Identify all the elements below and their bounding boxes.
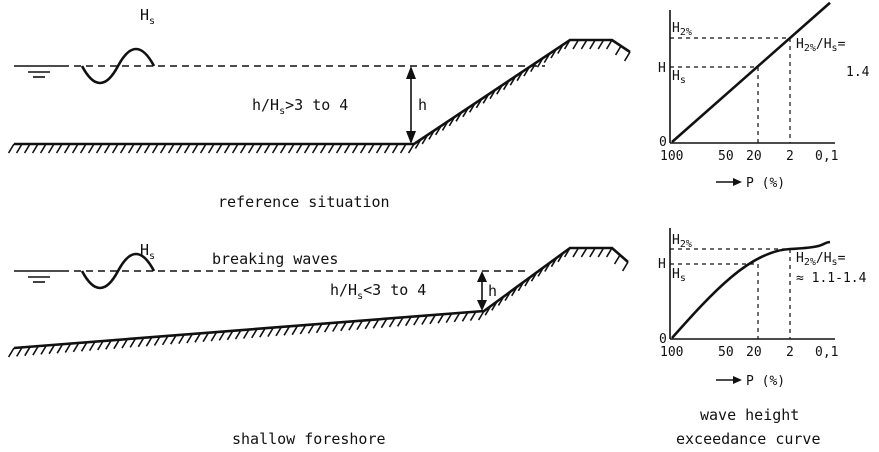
depth-arrow-bottom [477, 271, 487, 311]
chart2-curve [671, 240, 831, 339]
wave-height-label-top: Hs [140, 6, 155, 27]
chart2-xlabel-arrow [716, 376, 742, 384]
chart1-xtick-2: 2 [786, 149, 794, 164]
chart1-xlabel-arrow [716, 178, 742, 186]
water-level-symbol-bottom [14, 270, 62, 283]
chart2-ytick-hs: Hs [672, 267, 686, 284]
breaking-waves-label: breaking waves [212, 250, 338, 268]
chart1-ytick-hs: Hs [672, 69, 686, 86]
chart1-xtick-01: 0,1 [815, 149, 838, 164]
chart1-ytick-h: H [658, 61, 666, 76]
chart2-xtick-100: 100 [660, 345, 683, 360]
chart2-xlabel: P (%) [746, 374, 785, 389]
caption-bottom: shallow foreshore [232, 430, 386, 448]
wave-profile-bottom [80, 252, 156, 290]
chart1-xtick-100: 100 [660, 149, 683, 164]
seabed-profile-top [14, 38, 631, 146]
chart1-ratio-label: H2%/Hs= [796, 37, 846, 54]
caption-top: reference situation [218, 193, 390, 211]
depth-label-bottom: h [488, 282, 497, 300]
chart2-ratio-label: H2%/Hs= [796, 251, 846, 268]
chart2-ytick-zero: 0 [659, 332, 667, 347]
exceedance-chart-bottom: H2% H Hs 0 100 50 20 2 0,1 P (%) H2%/Hs=… [658, 228, 867, 448]
chart1-xtick-50: 50 [718, 149, 734, 164]
seabed-hatch-top [7, 39, 631, 154]
wave-height-label-bottom: Hs [140, 241, 155, 262]
bottom-panel: Hs breaking waves h/Hs<3 to 4 h shallow … [7, 241, 629, 448]
seabed-hatch-bottom [7, 247, 629, 358]
top-panel: Hs h/Hs>3 to 4 h reference situation [7, 6, 631, 211]
curves-caption-line2: exceedance curve [676, 430, 821, 448]
chart1-ytick-h2: H2% [672, 21, 692, 38]
wave-profile-top [80, 47, 156, 85]
chart2-ytick-h: H [658, 257, 666, 272]
water-level-symbol-top [14, 65, 62, 78]
depth-label-top: h [418, 96, 427, 114]
chart2-ratio-value: ≈ 1.1-1.4 [796, 271, 867, 286]
exceedance-chart-top: H2% H Hs 0 100 50 20 2 0,1 P (%) H2%/Hs=… [658, 1, 870, 191]
chart1-xtick-20: 20 [746, 149, 762, 164]
chart1-ytick-zero: 0 [659, 135, 667, 150]
chart2-ytick-h2: H2% [672, 233, 692, 250]
chart1-xlabel: P (%) [746, 176, 785, 191]
depth-arrow-top [406, 66, 416, 144]
chart2-xtick-01: 0,1 [815, 345, 838, 360]
chart1-curve [671, 1, 831, 143]
curves-caption-line1: wave height [700, 406, 799, 424]
chart1-ratio-value: 1.4 [846, 65, 870, 80]
depth-ratio-label-bottom: h/Hs<3 to 4 [330, 281, 426, 302]
chart2-xtick-20: 20 [746, 345, 762, 360]
chart2-xtick-50: 50 [718, 345, 734, 360]
depth-ratio-label-top: h/Hs>3 to 4 [252, 96, 348, 117]
chart2-xtick-2: 2 [786, 345, 794, 360]
